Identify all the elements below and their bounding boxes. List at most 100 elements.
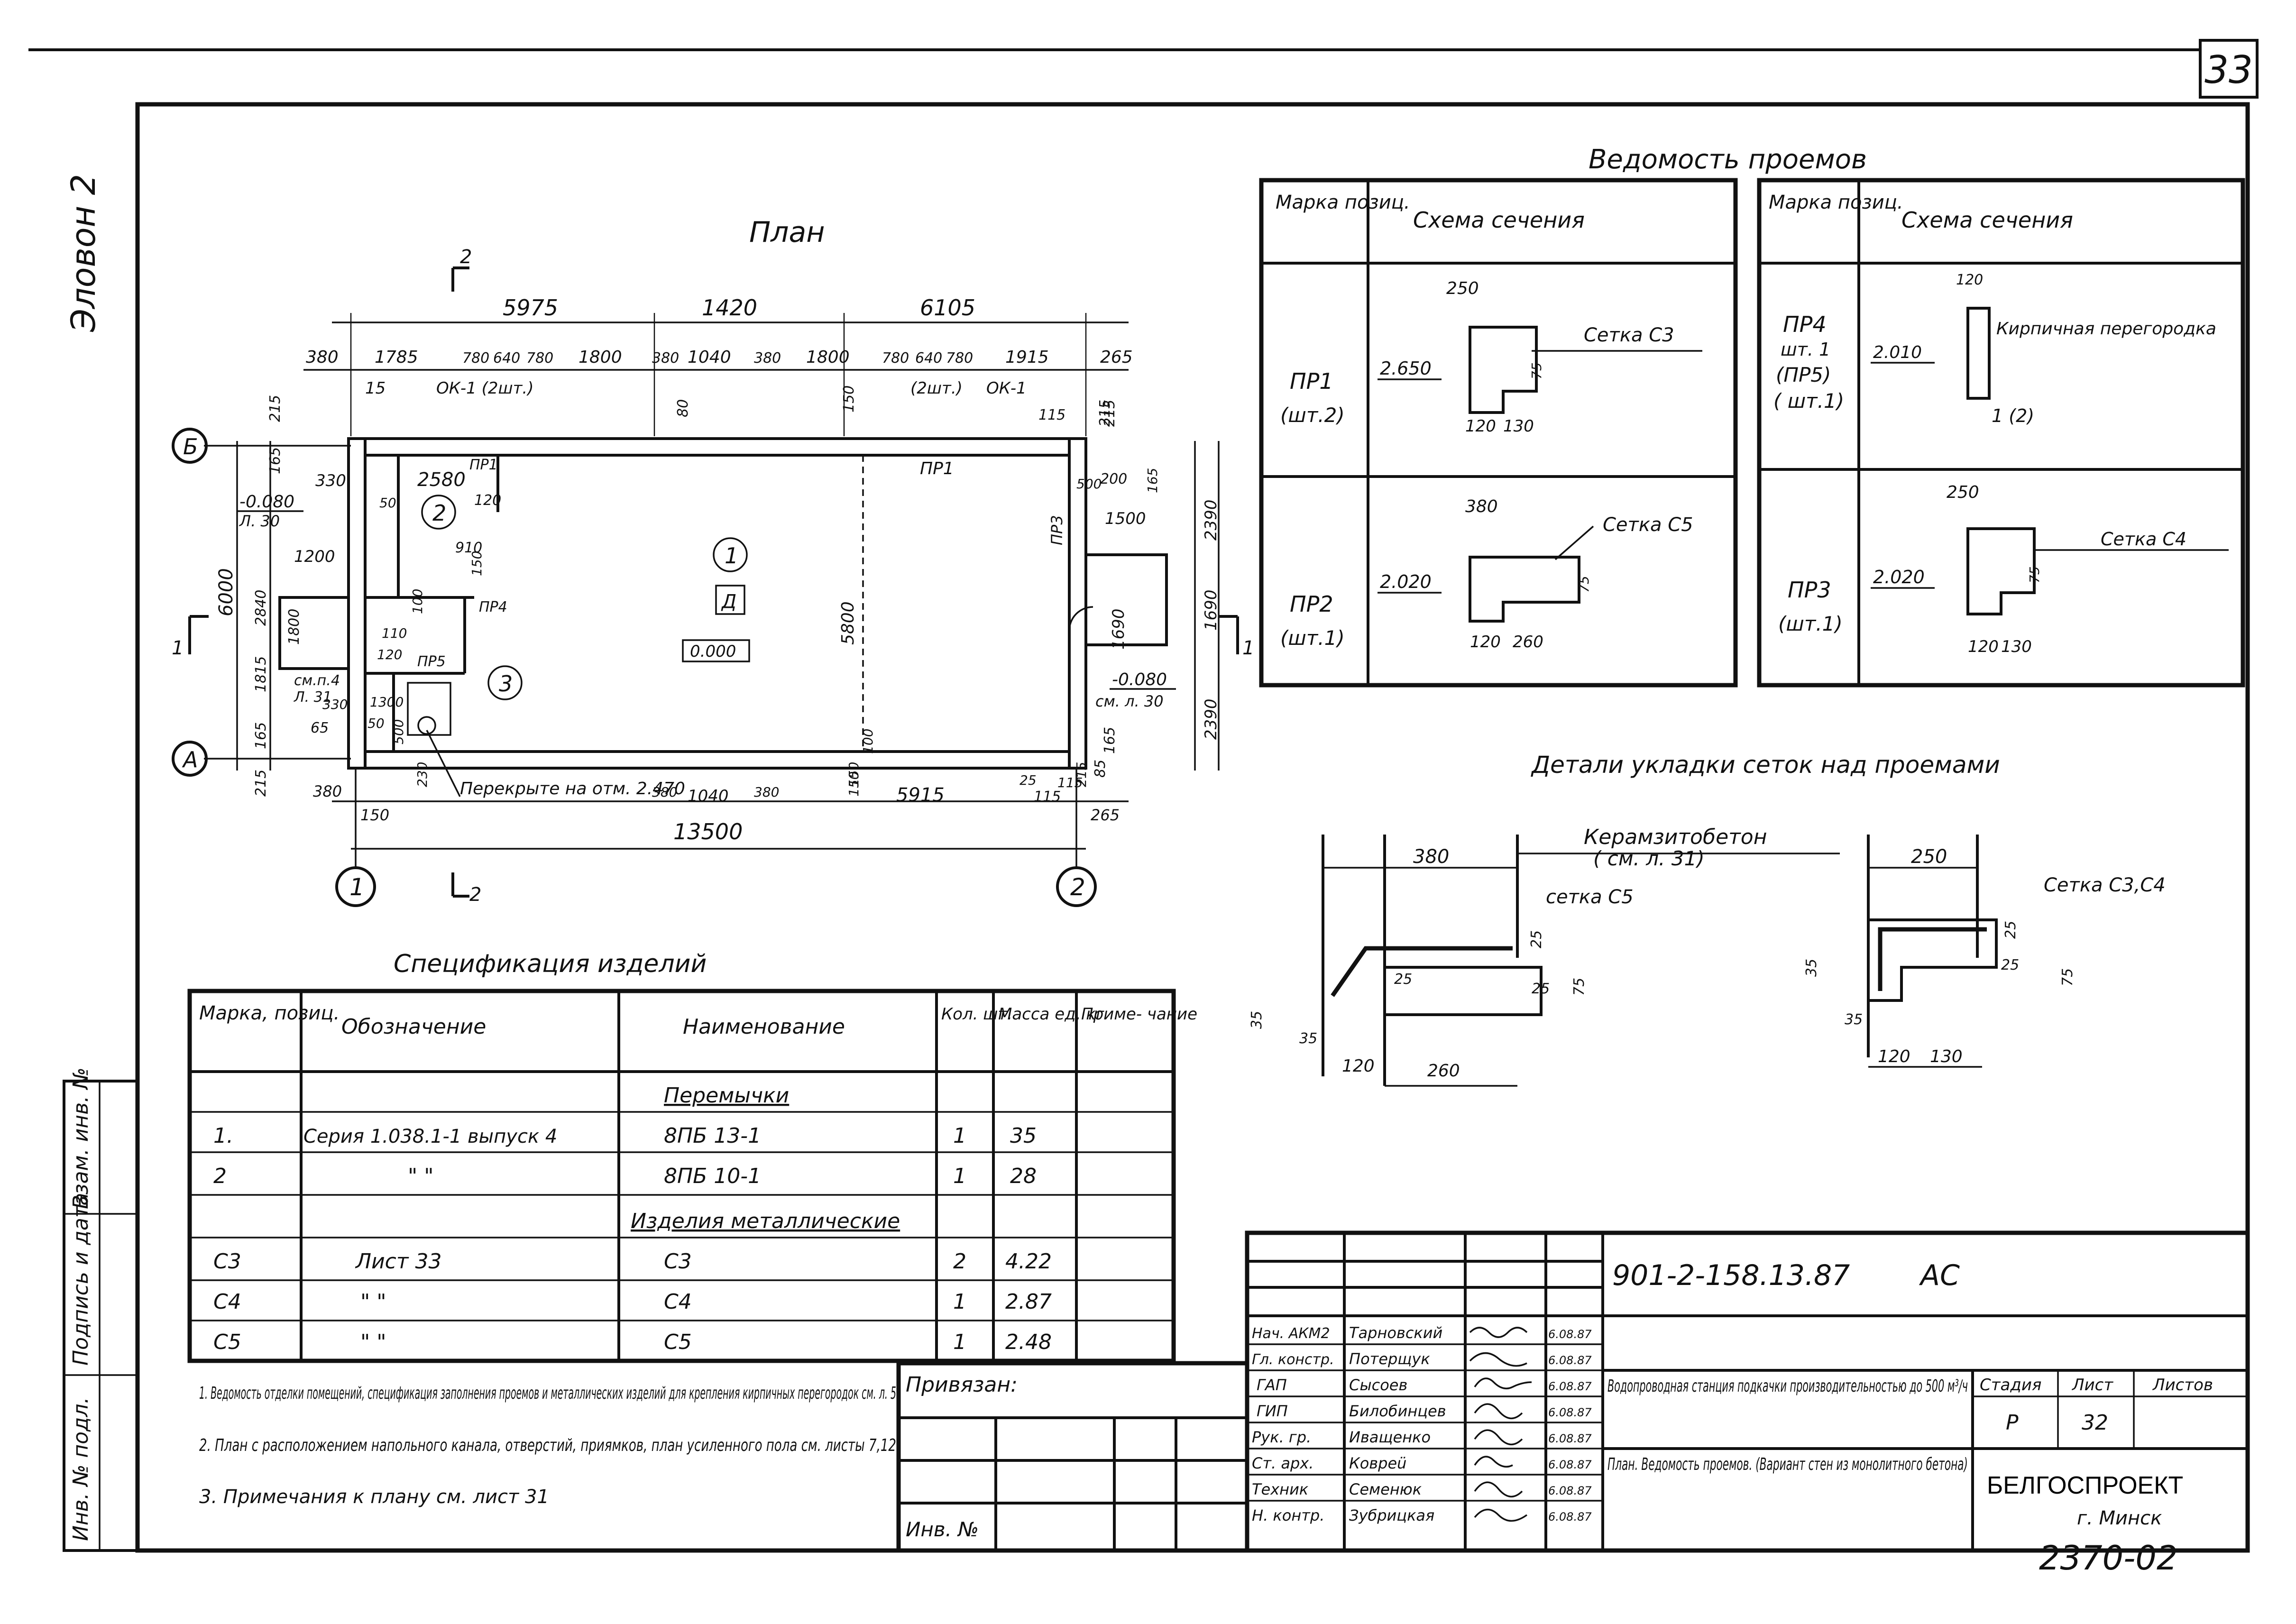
svg-text:С3: С3: [664, 1249, 692, 1274]
svg-text:Л. 30: Л. 30: [239, 512, 280, 530]
svg-text:Привязан:: Привязан:: [906, 1373, 1018, 1397]
svg-text:" ": " ": [408, 1164, 433, 1188]
svg-text:ПР2: ПР2: [1290, 591, 1333, 617]
details-title: Детали укладки сеток над проемами: [1531, 751, 2000, 779]
svg-text:1420: 1420: [702, 295, 757, 321]
svg-text:1. Ведомость отделки помещений: 1. Ведомость отделки помещений, специфик…: [199, 1384, 896, 1403]
svg-text:1690: 1690: [1109, 608, 1128, 650]
svg-text:Листов: Листов: [2152, 1376, 2213, 1395]
svg-text:(2шт.): (2шт.): [910, 379, 963, 398]
svg-text:380: 380: [652, 784, 677, 800]
svg-text:250: 250: [1446, 279, 1479, 298]
svg-text:1: 1: [725, 543, 738, 569]
svg-text:2.87: 2.87: [1005, 1290, 1052, 1314]
svg-text:1: 1: [349, 873, 365, 901]
svg-text:2580: 2580: [417, 469, 466, 491]
svg-text:2840: 2840: [253, 590, 269, 626]
svg-text:ОК-1: ОК-1: [986, 379, 1027, 398]
svg-text:С5: С5: [664, 1330, 692, 1354]
svg-text:2390: 2390: [1202, 698, 1221, 740]
svg-text:1800: 1800: [579, 348, 622, 367]
svg-text:Кол. шт.: Кол. шт.: [941, 1005, 1012, 1024]
svg-text:150: 150: [469, 551, 485, 576]
svg-text:Марка позиц.: Марка позиц.: [1276, 192, 1410, 213]
svg-text:35: 35: [1803, 959, 1820, 977]
svg-text:25: 25: [1528, 930, 1545, 948]
svg-text:Сетка С5: Сетка С5: [1603, 514, 1693, 536]
svg-text:ОК-1 (2шт.): ОК-1 (2шт.): [436, 379, 534, 398]
svg-text:2.020: 2.020: [1380, 571, 1432, 592]
svg-text:35: 35: [1299, 1030, 1317, 1047]
svg-text:Нач. АКМ2: Нач. АКМ2: [1252, 1325, 1330, 1342]
svg-text:6.08.87: 6.08.87: [1548, 1354, 1592, 1367]
svg-text:115: 115: [1034, 789, 1061, 805]
svg-text:Лист: Лист: [2071, 1376, 2113, 1395]
svg-text:75: 75: [1576, 576, 1592, 593]
svg-text:120: 120: [1470, 633, 1501, 651]
svg-text:6.08.87: 6.08.87: [1548, 1432, 1592, 1445]
svg-text:5915: 5915: [896, 784, 945, 806]
svg-text:165: 165: [253, 722, 269, 749]
svg-text:25: 25: [1394, 971, 1412, 988]
svg-text:2: 2: [460, 246, 472, 268]
inner-frame: [135, 102, 2250, 1553]
svg-text:75: 75: [2059, 968, 2076, 986]
svg-text:215: 215: [1074, 762, 1089, 787]
svg-text:150: 150: [846, 771, 862, 797]
svg-text:" ": " ": [360, 1290, 386, 1314]
svg-text:115: 115: [1057, 775, 1083, 790]
svg-text:Приме- чание: Приме- чание: [1081, 1005, 1197, 1024]
svg-text:-0.080: -0.080: [239, 492, 294, 512]
svg-text:380: 380: [313, 782, 342, 800]
svg-text:380: 380: [754, 350, 781, 367]
svg-text:1040: 1040: [688, 787, 729, 806]
svg-text:35: 35: [1845, 1011, 1863, 1028]
svg-text:1: 1: [953, 1290, 966, 1314]
svg-text:ПР1: ПР1: [920, 459, 954, 478]
svg-text:Сетка С3: Сетка С3: [1584, 324, 1674, 346]
svg-text:1800: 1800: [806, 348, 850, 367]
svg-text:1040: 1040: [688, 348, 731, 367]
svg-text:1200: 1200: [294, 547, 335, 566]
svg-text:( см. л. 31): ( см. л. 31): [1593, 847, 1705, 870]
svg-text:110: 110: [382, 625, 407, 641]
svg-text:6.08.87: 6.08.87: [1548, 1406, 1592, 1419]
svg-text:ПР5: ПР5: [417, 653, 446, 670]
strip-replace: Взам. инв. №: [69, 1067, 93, 1209]
svg-text:2.010: 2.010: [1873, 343, 1922, 362]
svg-text:Техник: Техник: [1252, 1480, 1309, 1498]
svg-text:Ковреü: Ковреü: [1349, 1454, 1406, 1472]
svg-text:4.22: 4.22: [1005, 1249, 1052, 1274]
svg-text:330: 330: [315, 471, 346, 490]
svg-text:1690: 1690: [1202, 589, 1221, 631]
svg-text:6.08.87: 6.08.87: [1548, 1484, 1592, 1497]
svg-text:6.08.87: 6.08.87: [1548, 1458, 1592, 1471]
svg-text:2.020: 2.020: [1873, 567, 1925, 587]
svg-text:5800: 5800: [838, 601, 858, 645]
svg-text:28: 28: [1010, 1164, 1037, 1188]
svg-text:С4: С4: [664, 1290, 692, 1314]
svg-text:6.08.87: 6.08.87: [1548, 1328, 1592, 1341]
svg-text:Инв. №: Инв. №: [906, 1518, 979, 1541]
svg-text:АС: АС: [1919, 1259, 1960, 1292]
svg-text:25: 25: [2002, 921, 2019, 939]
svg-text:780: 780: [462, 350, 489, 367]
svg-text:Стадия: Стадия: [1980, 1376, 2041, 1395]
svg-text:1 (2): 1 (2): [1992, 405, 2034, 426]
openings-title: Ведомость проемов: [1589, 144, 1867, 175]
svg-text:Тарновский: Тарновский: [1349, 1324, 1442, 1342]
svg-text:Д: Д: [721, 591, 736, 613]
svg-text:6000: 6000: [215, 568, 237, 616]
svg-text:2390: 2390: [1202, 499, 1221, 541]
svg-text:-0.080: -0.080: [1112, 670, 1167, 689]
svg-text:Марка, позиц.: Марка, позиц.: [199, 1002, 340, 1024]
svg-text:115: 115: [1038, 407, 1065, 423]
svg-text:см. л. 30: см. л. 30: [1095, 692, 1164, 710]
svg-text:65: 65: [311, 720, 329, 736]
svg-text:1785: 1785: [375, 348, 418, 367]
svg-text:150: 150: [846, 762, 862, 787]
svg-text:380: 380: [754, 784, 779, 800]
svg-text:330: 330: [322, 697, 348, 712]
svg-text:500: 500: [1076, 476, 1102, 492]
svg-text:Л. 31: Л. 31: [294, 689, 332, 706]
